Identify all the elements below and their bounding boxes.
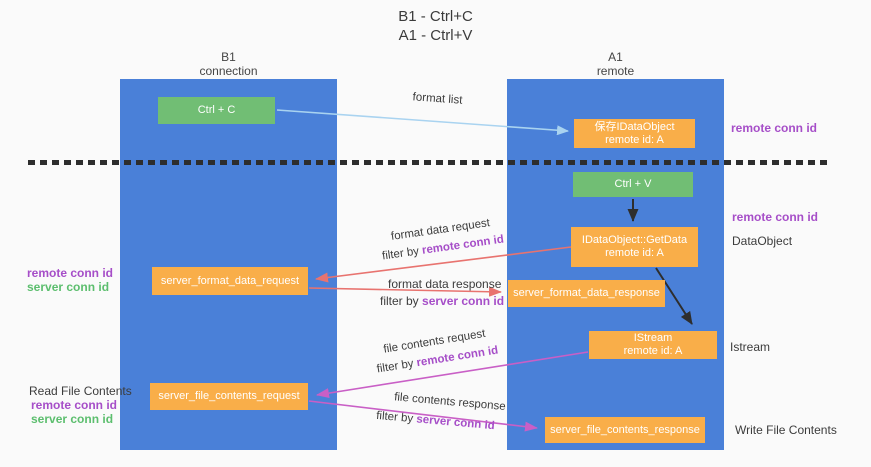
title-line-1: B1 - Ctrl+C bbox=[398, 8, 473, 25]
filter-file-response-id: server conn id bbox=[415, 413, 496, 433]
lane-b1-name: B1 bbox=[221, 50, 236, 64]
filter-response-id: server conn id bbox=[422, 294, 505, 308]
node-server-format-data-request: server_format_data_request bbox=[152, 267, 308, 295]
label-write-file-contents: Write File Contents bbox=[735, 423, 837, 437]
phase-separator-dashed-line bbox=[28, 160, 829, 165]
node-ctrl-v-label: Ctrl + V bbox=[614, 178, 652, 190]
lane-header-b1: B1 connection bbox=[120, 50, 337, 78]
node-save-idataobject-line1: 保存IDataObject bbox=[594, 120, 675, 133]
node-server-format-data-request-label: server_format_data_request bbox=[160, 274, 300, 287]
label-left-bottom-remote-conn-id: remote conn id bbox=[31, 398, 118, 412]
label-left-bottom-server-conn-id: server conn id bbox=[31, 412, 114, 426]
diagram-title: B1 - Ctrl+C A1 - Ctrl+V bbox=[0, 7, 871, 45]
label-format-list: format list bbox=[412, 91, 463, 107]
label-format-data-response: format data response bbox=[388, 277, 502, 291]
label-file-contents-response: file contents response bbox=[393, 391, 507, 414]
filter-file-request-prefix: filter by bbox=[375, 357, 418, 376]
node-save-idataobject: 保存IDataObject remote id: A bbox=[574, 119, 695, 148]
node-idataobject-getdata: IDataObject::GetData remote id: A bbox=[571, 227, 698, 267]
node-ctrl-c-label: Ctrl + C bbox=[197, 104, 236, 116]
label-left-mid-remote-conn-id: remote conn id bbox=[27, 266, 114, 280]
node-istream-line2: remote id: A bbox=[623, 345, 683, 357]
node-istream: IStream remote id: A bbox=[589, 331, 717, 359]
label-left-mid-server-conn-id: server conn id bbox=[27, 280, 110, 294]
filter-request-id: remote conn id bbox=[421, 233, 505, 257]
node-server-file-contents-response: server_file_contents_response bbox=[545, 417, 705, 443]
label-filter-by-server-conn-id-1: filter by server conn id bbox=[380, 294, 504, 308]
node-server-file-contents-request: server_file_contents_request bbox=[150, 383, 308, 410]
node-istream-line1: IStream bbox=[633, 332, 673, 344]
label-dataobject: DataObject bbox=[732, 234, 793, 248]
node-getdata-line2: remote id: A bbox=[605, 247, 664, 259]
node-getdata-line1: IDataObject::GetData bbox=[581, 234, 688, 246]
node-save-idataobject-line2: remote id: A bbox=[605, 133, 664, 146]
label-remote-conn-id-top: remote conn id bbox=[731, 121, 818, 135]
node-server-format-data-response-label: server_format_data_response bbox=[513, 287, 660, 299]
lane-b1-subtitle: connection bbox=[199, 64, 258, 78]
node-server-file-contents-request-label: server_file_contents_request bbox=[158, 390, 300, 402]
lane-a1-name: A1 bbox=[608, 50, 623, 64]
node-server-file-contents-response-label: server_file_contents_response bbox=[550, 423, 700, 436]
label-istream-side: Istream bbox=[730, 340, 771, 354]
lane-a1-subtitle: remote bbox=[596, 64, 635, 78]
filter-response-prefix: filter by bbox=[380, 294, 423, 308]
label-remote-conn-id-mid: remote conn id bbox=[732, 210, 819, 224]
node-ctrl-v: Ctrl + V bbox=[573, 172, 693, 197]
label-filter-by-server-conn-id-2: filter by server conn id bbox=[376, 410, 495, 432]
title-line-2: A1 - Ctrl+V bbox=[398, 27, 473, 44]
lane-header-a1: A1 remote bbox=[507, 50, 724, 78]
node-server-format-data-response: server_format_data_response bbox=[508, 280, 665, 307]
filter-file-response-prefix: filter by bbox=[375, 409, 417, 426]
node-ctrl-c: Ctrl + C bbox=[158, 97, 275, 124]
label-read-file-contents: Read File Contents bbox=[29, 384, 132, 398]
filter-request-prefix: filter by bbox=[381, 244, 423, 263]
